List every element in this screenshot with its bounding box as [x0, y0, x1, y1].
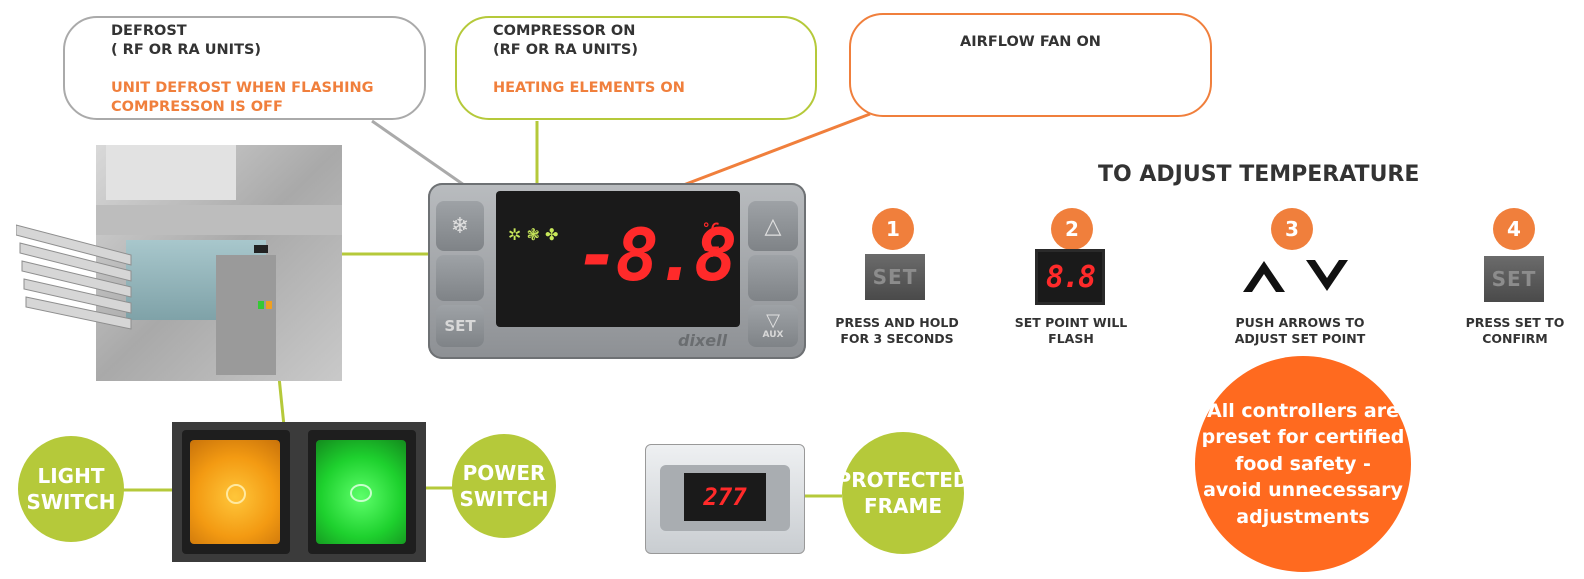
notice-line-2: preset for certified — [1201, 426, 1405, 449]
defrost-subtitle: ( RF OR RA UNITS) — [111, 42, 262, 58]
set-key-label: SET — [444, 317, 476, 335]
step-1-set-key: SET — [865, 254, 925, 300]
step-3-arrows — [1243, 260, 1348, 292]
notice-line-4: avoid unnecessary — [1203, 479, 1403, 502]
up-arrow-icon: △ — [764, 213, 782, 239]
step-2-caption-line-1: SET POINT WILL — [1014, 315, 1128, 330]
step-2-display-value: 8.8 — [1045, 259, 1096, 295]
step-4-key-label: SET — [1491, 267, 1537, 291]
down-arrow-icon: ▽ — [766, 310, 780, 331]
step-4-caption-line-1: PRESS SET TO — [1465, 315, 1565, 330]
light-switch-label-line-2: SWITCH — [26, 490, 116, 514]
notice-line-5: adjustments — [1236, 505, 1370, 528]
step-2-caption: SET POINT WILL FLASH — [1006, 315, 1136, 347]
step-1-key-label: SET — [872, 265, 918, 289]
power-switch-label-line-2: SWITCH — [459, 487, 549, 511]
step-3-caption-line-2: ADJUST SET POINT — [1234, 331, 1366, 346]
down-arrow-icon — [1306, 260, 1348, 291]
power-switch[interactable] — [308, 430, 416, 554]
compressor-indicator-icon: ❃ — [526, 225, 540, 244]
power-switch-ring-icon — [350, 484, 372, 502]
frame-display-value: 277 — [703, 483, 747, 511]
step-1-caption-line-1: PRESS AND HOLD — [835, 315, 959, 330]
notice-line-1: All controllers are — [1207, 399, 1399, 422]
power-switch-label-line-1: POWER — [462, 461, 546, 485]
light-switch[interactable] — [182, 430, 290, 554]
protected-frame-label-line-2: FRAME — [863, 494, 943, 518]
fan-callout: AIRFLOW FAN ON — [849, 13, 1212, 117]
step-1-number: 1 — [872, 208, 914, 250]
blank-key-left[interactable] — [436, 255, 484, 301]
defrost-callout: DEFROST ( RF OR RA UNITS) UNIT DEFROST W… — [63, 16, 426, 120]
indicator-icons: ✲ ❃ ✤ — [508, 225, 558, 244]
defrost-title: DEFROST — [111, 23, 187, 39]
step-4-set-key: SET — [1484, 256, 1544, 302]
step-2-number: 2 — [1051, 208, 1093, 250]
protected-frame-label: PROTECTED FRAME — [837, 432, 969, 554]
frame-display: 277 — [684, 473, 766, 521]
unit-photo — [15, 145, 342, 381]
step-3-caption-line-1: PUSH ARROWS TO — [1235, 315, 1365, 330]
defrost-note-1: UNIT DEFROST WHEN FLASHING — [111, 80, 374, 96]
compressor-callout: COMPRESSOR ON (RF OR RA UNITS) HEATING E… — [455, 16, 817, 120]
step-4-caption: PRESS SET TO CONFIRM — [1460, 315, 1570, 347]
notice-line-3: food safety - — [1235, 452, 1371, 475]
compressor-note: HEATING ELEMENTS ON — [493, 80, 685, 96]
step-2-flashing-display: 8.8 — [1038, 252, 1102, 302]
step-3-number: 3 — [1271, 208, 1313, 250]
step-1-caption-line-2: FOR 3 SECONDS — [840, 331, 954, 346]
light-switch-label-line-1: LIGHT — [37, 464, 105, 488]
unit-fahrenheit: °F — [702, 245, 719, 261]
blank-key-right[interactable] — [748, 255, 798, 301]
fan-title: AIRFLOW FAN ON — [960, 34, 1101, 50]
power-switch-label: POWER SWITCH — [452, 434, 556, 538]
protected-frame-label-line-1: PROTECTED — [836, 468, 970, 492]
switches-photo — [172, 422, 426, 562]
defrost-indicator-icon: ✲ — [508, 225, 522, 244]
down-aux-key[interactable]: ▽ AUX — [748, 305, 798, 347]
light-switch-rocker — [190, 440, 280, 544]
step-1-caption: PRESS AND HOLD FOR 3 SECONDS — [832, 315, 962, 347]
protected-frame-photo: 277 — [645, 444, 805, 554]
frame-controller: 277 — [660, 465, 790, 531]
fan-indicator-icon: ✤ — [545, 225, 559, 244]
light-switch-ring-icon — [226, 484, 246, 504]
unit-illustration — [15, 145, 342, 381]
step-4-caption-line-2: CONFIRM — [1482, 331, 1548, 346]
adjust-title: TO ADJUST TEMPERATURE — [1098, 162, 1420, 187]
notice-circle: All controllers are preset for certified… — [1195, 356, 1411, 572]
up-key[interactable]: △ — [748, 201, 798, 251]
set-key[interactable]: SET — [436, 305, 484, 347]
snowflake-icon: ❄ — [450, 213, 470, 239]
controller-display: ✲ ❃ ✤ -8.8 °C °F — [496, 191, 740, 327]
aux-label: AUX — [762, 330, 784, 340]
compressor-title: COMPRESSOR ON — [493, 23, 636, 39]
defrost-note-2: COMPRESSON IS OFF — [111, 99, 283, 115]
power-switch-rocker — [316, 440, 406, 544]
defrost-key[interactable]: ❄ — [436, 201, 484, 251]
unit-celsius: °C — [702, 221, 719, 237]
step-3-caption: PUSH ARROWS TO ADJUST SET POINT — [1225, 315, 1375, 347]
up-arrow-icon — [1243, 261, 1285, 292]
brand-logo: dixell — [678, 331, 728, 350]
temperature-readout: -8.8 — [576, 213, 737, 297]
step-2-caption-line-2: FLASH — [1048, 331, 1094, 346]
compressor-subtitle: (RF OR RA UNITS) — [493, 42, 638, 58]
step-4-number: 4 — [1493, 208, 1535, 250]
controller: ❄ SET △ ▽ AUX ✲ ❃ ✤ -8.8 °C °F dixell — [428, 183, 806, 359]
light-switch-label: LIGHT SWITCH — [18, 436, 124, 542]
